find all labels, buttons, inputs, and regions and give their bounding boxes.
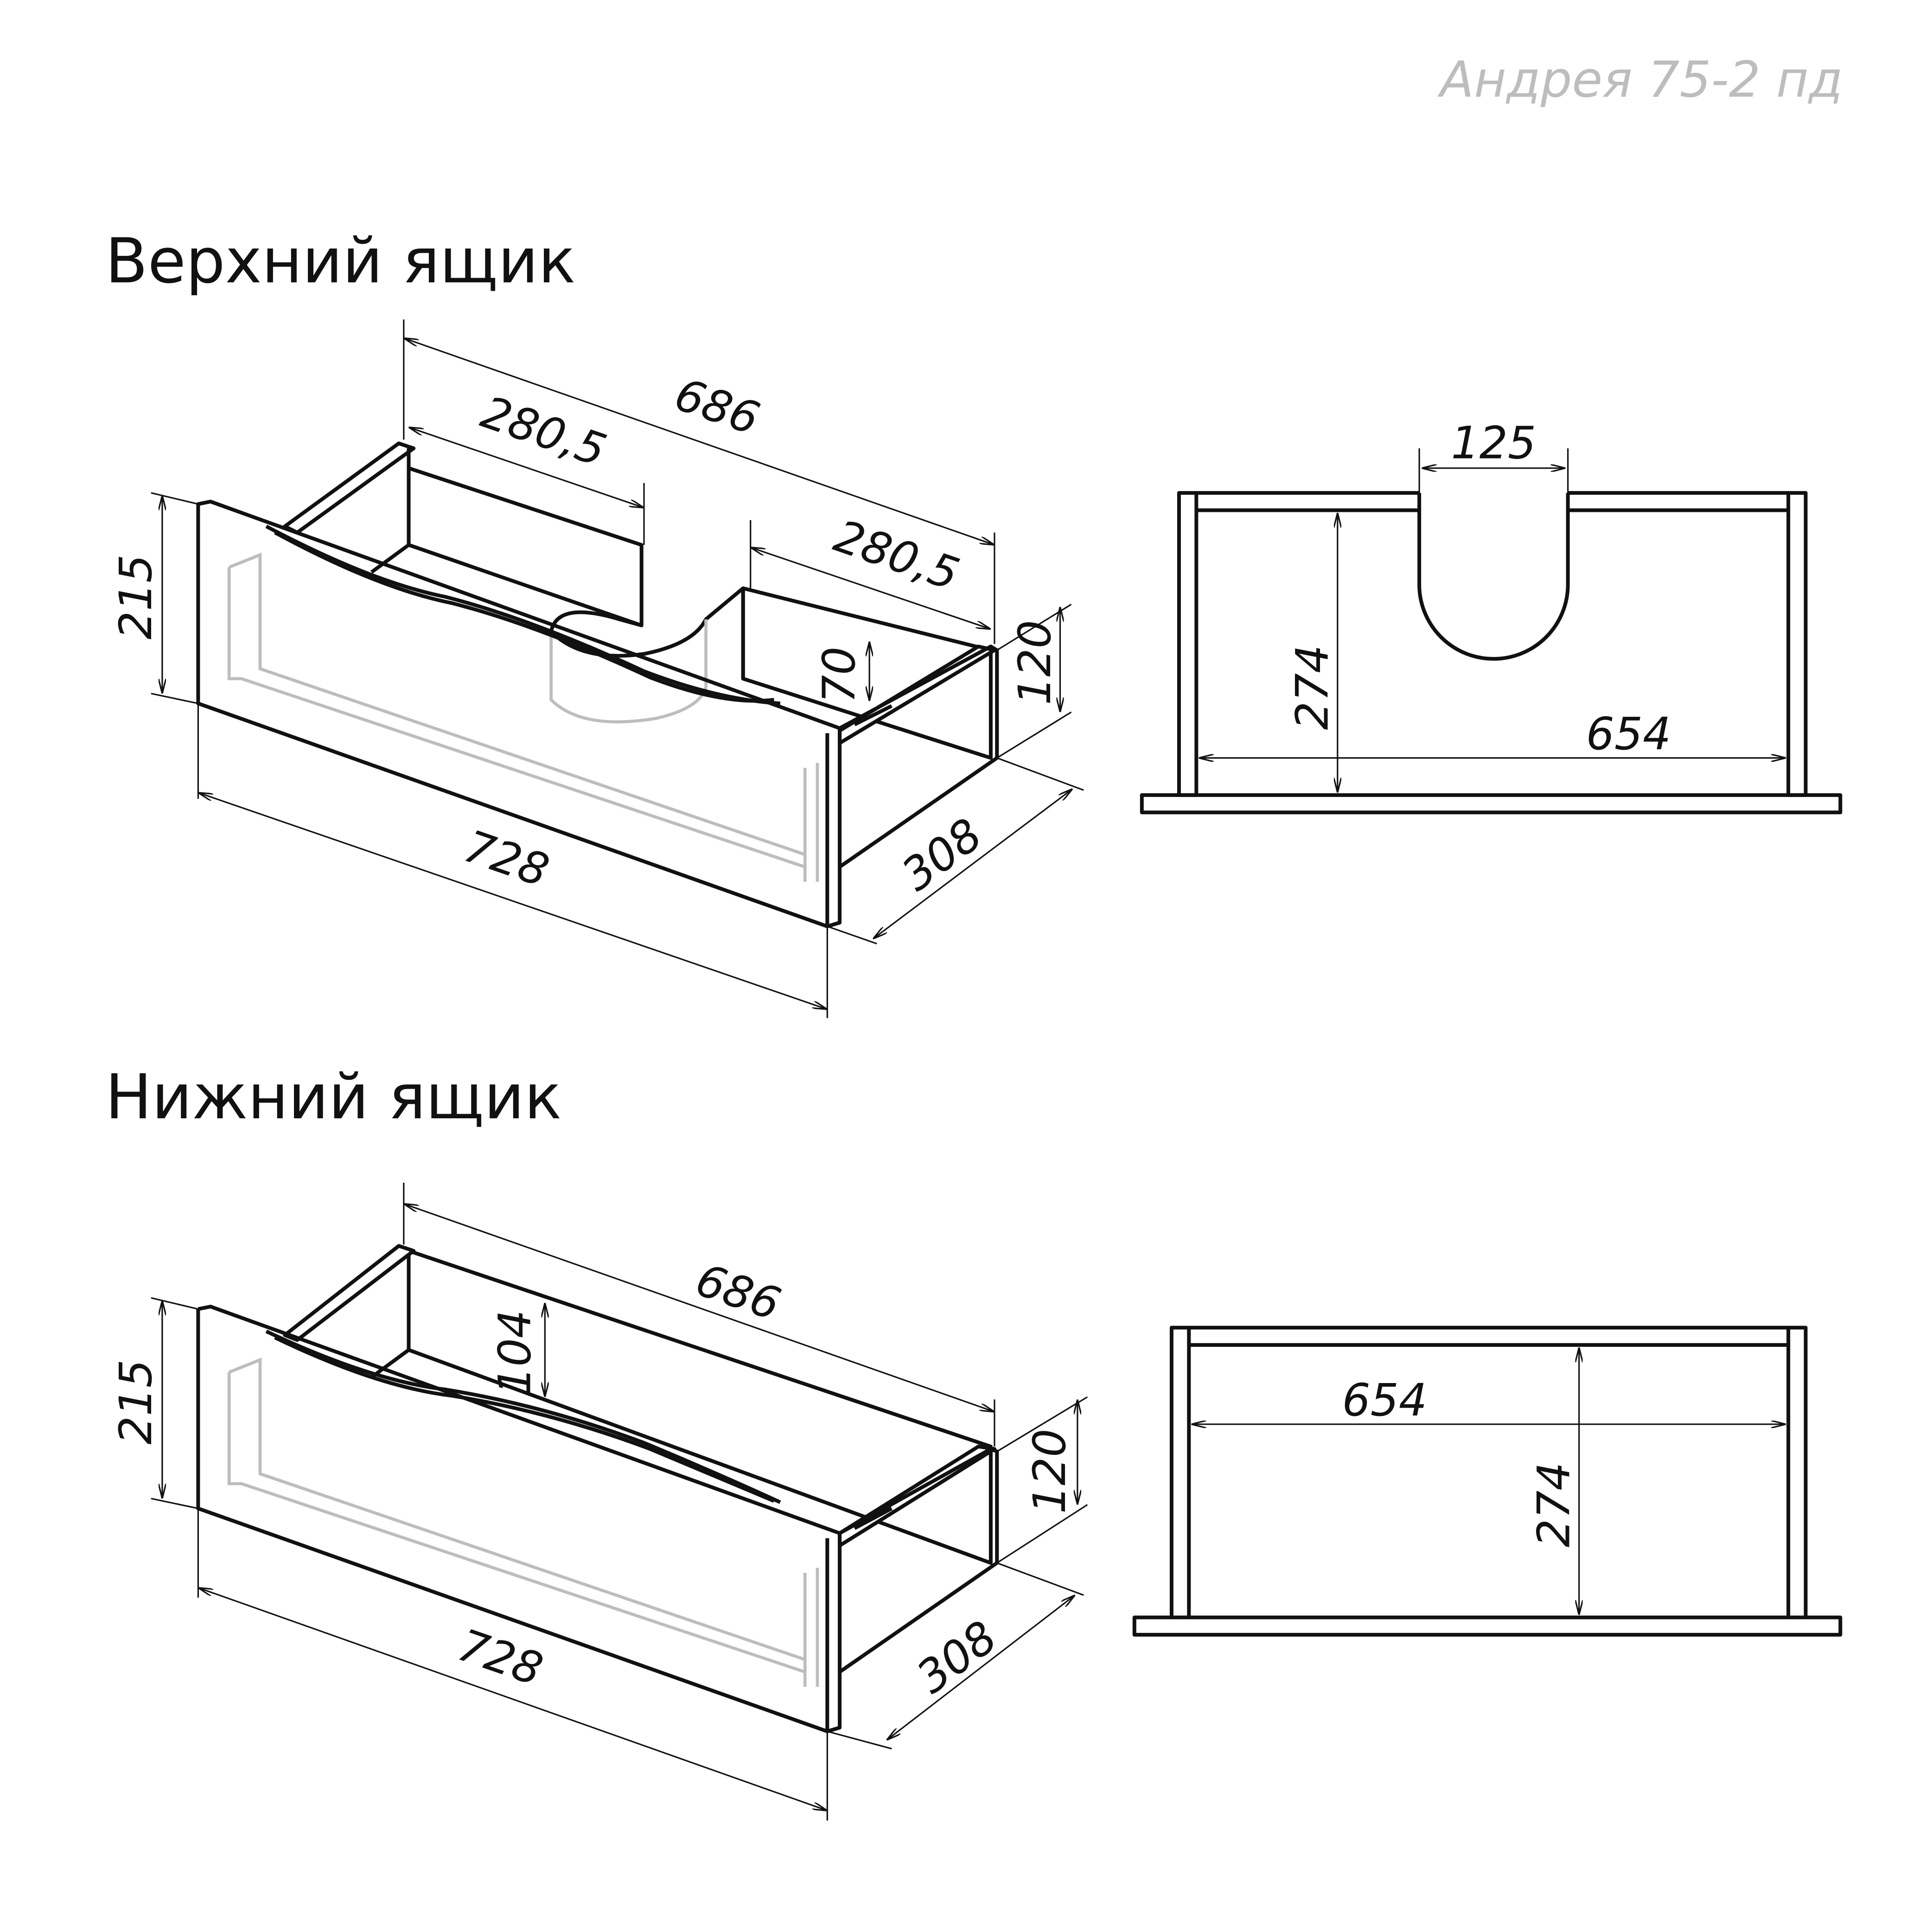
upper-drawer-plan-view (1140, 448, 1843, 815)
lower-dim-728: 728 (452, 1619, 549, 1696)
lower-plan-dim-274: 274 (1528, 1462, 1580, 1548)
lower-dim-215: 215 (110, 1359, 162, 1445)
upper-dim-215: 215 (110, 555, 162, 640)
upper-dim-728: 728 (458, 820, 555, 897)
lower-dim-120: 120 (1024, 1429, 1076, 1514)
upper-dim-70: 70 (813, 647, 865, 703)
upper-drawer-title: Верхний ящик (105, 225, 576, 297)
upper-dim-120: 120 (1009, 620, 1061, 705)
lower-left-side (283, 1244, 416, 1342)
upper-drawer-isometric (151, 319, 1084, 1018)
lower-drawer-isometric (151, 1182, 1088, 1821)
model-label: Андрея 75-2 пд (1437, 51, 1843, 108)
upper-plan-dim-274: 274 (1286, 645, 1338, 730)
upper-cutout (549, 587, 745, 658)
upper-left-side (283, 441, 416, 535)
plan-cutout (1417, 493, 1570, 661)
lower-drawer-plan-view (1132, 1326, 1843, 1637)
lower-plan-dim-654: 654 (1342, 1374, 1428, 1426)
lower-drawer-title: Нижний ящик (105, 1061, 561, 1133)
upper-dim-280-right: 280,5 (828, 510, 966, 601)
upper-dim-280-left: 280,5 (475, 386, 612, 477)
lower-dim-104: 104 (489, 1310, 541, 1395)
upper-dim-686: 686 (669, 368, 766, 445)
plan-dim-125: 125 (1451, 417, 1537, 469)
lower-dim-686: 686 (689, 1254, 787, 1331)
lower-dim-308: 308 (907, 1611, 1007, 1703)
upper-plan-dim-654: 654 (1586, 708, 1671, 760)
upper-front-handle (265, 524, 781, 706)
